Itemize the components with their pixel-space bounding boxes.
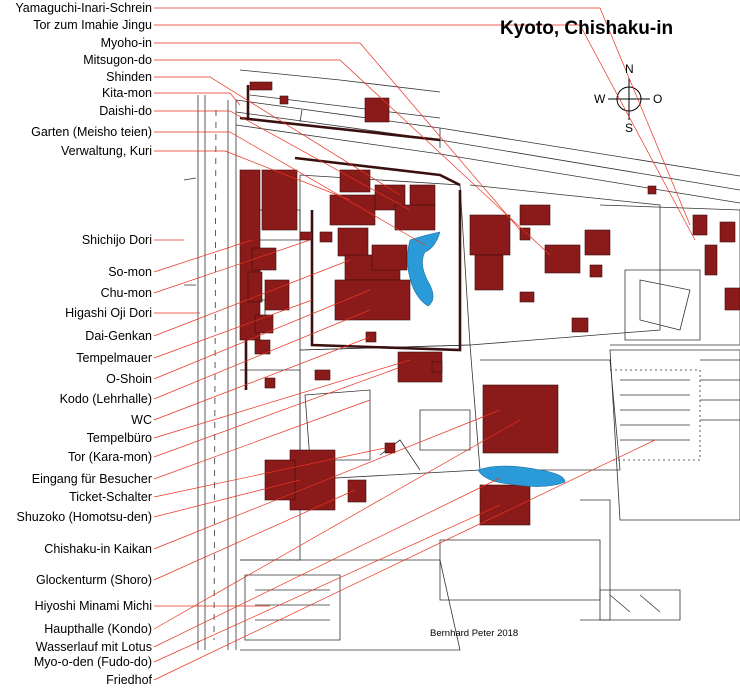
label-shichijo-dori: Shichijo Dori [81, 233, 152, 247]
compass-south-label: S [625, 121, 634, 135]
author-credit: Bernhard Peter 2018 [430, 628, 519, 639]
building [692, 214, 708, 236]
label-haupthalle: Haupthalle (Kondo) [44, 622, 152, 636]
label-yamaguchi-inari-schrein: Yamaguchi-Inari-Schrein [15, 1, 152, 15]
building [469, 214, 511, 256]
building [261, 169, 298, 231]
label-dai-genkan: Dai-Genkan [85, 329, 152, 343]
label-wc: WC [131, 413, 152, 427]
building [347, 479, 367, 503]
label-friedhof: Friedhof [106, 673, 152, 687]
label-mitsugon-do: Mitsugon-do [83, 53, 152, 67]
label-tempelmauer: Tempelmauer [76, 351, 152, 365]
building [337, 227, 369, 257]
compass-west-label: W [594, 92, 606, 106]
label-daishi-do: Daishi-do [99, 104, 152, 118]
building [319, 231, 333, 243]
compass-east-label: O [653, 92, 663, 106]
label-chu-mon: Chu-mon [100, 286, 152, 300]
leader-lines [153, 7, 696, 681]
building [571, 317, 589, 333]
label-higashi-oji-dori: Higashi Oji Dori [65, 306, 152, 320]
building [384, 442, 396, 454]
building [249, 81, 273, 91]
building [724, 287, 740, 311]
compass-rose [608, 78, 650, 120]
building [394, 204, 436, 231]
building [299, 231, 313, 241]
building [264, 279, 290, 311]
building [247, 271, 263, 303]
building [264, 459, 296, 501]
building [519, 227, 531, 241]
building [314, 369, 331, 381]
building [544, 244, 581, 274]
label-kodo: Kodo (Lehrhalle) [59, 392, 152, 406]
building [474, 254, 504, 291]
label-verwaltung: Verwaltung, Kuri [60, 144, 152, 158]
label-ticket-schalter: Ticket-Schalter [69, 490, 152, 504]
label-shuzoko: Shuzoko (Homotsu-den) [16, 510, 152, 524]
label-kita-mon: Kita-mon [101, 86, 152, 100]
building [409, 184, 436, 206]
label-glockenturm: Glockenturm (Shoro) [35, 573, 152, 587]
label-garten: Garten (Meisho teien) [31, 125, 152, 139]
label-chishaku-in-kaikan: Chishaku-in Kaikan [44, 542, 152, 556]
map-title: Kyoto, Chishaku-in [500, 18, 674, 39]
label-tor-kara-mon: Tor (Kara-mon) [67, 450, 152, 464]
building [519, 291, 535, 303]
building [589, 264, 603, 278]
compass-north-label: N [625, 62, 634, 76]
building [584, 229, 611, 256]
water [407, 231, 566, 487]
buildings [239, 81, 740, 526]
label-myoho-in: Myoho-in [100, 36, 152, 50]
label-wasserlauf-mit-lotus: Wasserlauf mit Lotus [35, 640, 152, 654]
building [364, 97, 390, 123]
building [289, 449, 336, 511]
label-shinden: Shinden [106, 70, 152, 84]
building [279, 95, 289, 105]
label-tor-zum-imahie-jingu: Tor zum Imahie Jingu [33, 18, 152, 32]
building [479, 484, 531, 526]
label-eingang-fuer-besucher: Eingang für Besucher [31, 472, 152, 486]
label-myo-o-den: Myo-o-den (Fudo-do) [33, 655, 152, 669]
building [482, 384, 559, 454]
building [519, 204, 551, 226]
building [334, 279, 411, 321]
building [431, 361, 443, 373]
label-hiyoshi-minami-michi: Hiyoshi Minami Michi [34, 599, 152, 613]
label-tempelbuero: Tempelbüro [86, 431, 152, 445]
building [251, 247, 277, 271]
building [365, 331, 377, 343]
building [264, 377, 276, 389]
label-o-shoin: O-Shoin [106, 372, 152, 386]
building [719, 221, 736, 243]
building [704, 244, 718, 276]
building [329, 194, 376, 226]
street-lines [183, 69, 740, 651]
label-so-mon: So-mon [108, 265, 152, 279]
building [371, 244, 408, 271]
building [647, 185, 657, 195]
